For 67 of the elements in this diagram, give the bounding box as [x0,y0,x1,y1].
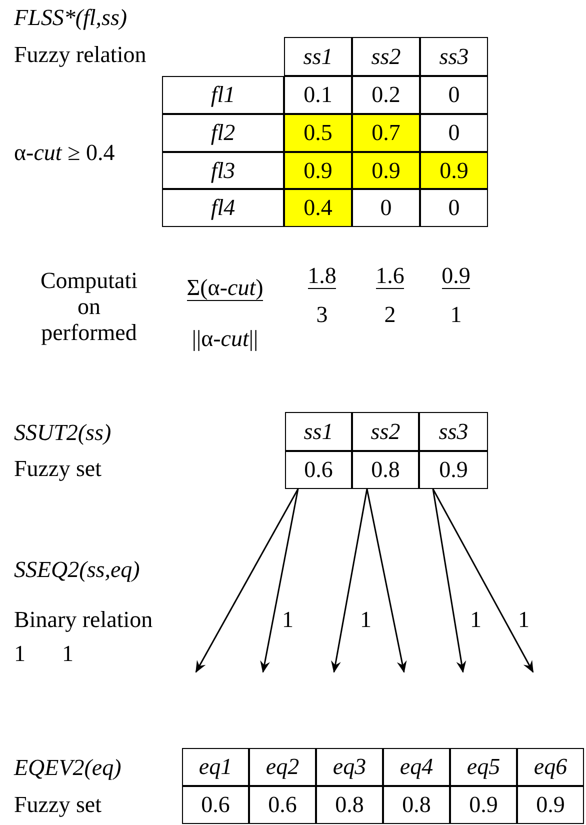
arrow [260,488,299,673]
label: 1 [449,302,463,328]
table-cell: 0.2 [352,76,420,114]
label: Binary relation [14,607,153,633]
table-cell: fl1 [162,76,284,114]
table-title: FLSS*(fl,ss) [14,5,128,31]
table-cell: 0 [420,76,488,114]
table-cell: ss1 [284,37,352,76]
table-cell: 0.7 [352,114,420,152]
label: 1 [62,641,74,667]
label: ||α-cut|| [190,326,260,352]
table-title: EQEV2(eq) [14,755,122,781]
table-cell: fl4 [162,189,284,227]
label: 3 [315,302,329,328]
table-cell: 0.9 [352,152,420,189]
table-cell: ss3 [419,412,488,451]
label: 1 [360,607,372,633]
fraction-numerator: 1.6 [376,264,404,289]
table-cell: ss2 [352,412,419,451]
table-cell: eq1 [182,748,249,786]
label: Computati on performed [39,268,139,346]
table-cell: eq6 [517,748,584,786]
arrow [366,488,407,673]
label: Fuzzy set [14,456,102,482]
table-cell: 0.9 [284,152,352,189]
table-cell: eq5 [450,748,517,786]
table-cell: 0.9 [517,786,584,824]
fraction-numerator: 0.9 [442,264,470,289]
arrow [432,488,466,673]
table-cell: 0.6 [182,786,249,824]
table-cell: 0 [352,189,420,227]
table-cell: 0.9 [420,152,488,189]
table-cell: fl2 [162,114,284,152]
table-cell: ss2 [352,37,420,76]
table-cell: 0 [420,114,488,152]
table-cell: eq2 [249,748,316,786]
table-cell: eq3 [316,748,383,786]
table-cell: 0.9 [450,786,517,824]
table-cell: 0.6 [285,451,352,489]
table-cell: 0.1 [284,76,352,114]
fraction-numerator: Σ(α-cut) [186,276,264,301]
label: 1 [470,607,482,633]
table-cell: 0.5 [284,114,352,152]
label: 2 [383,302,397,328]
label: α-cut ≥ 0.4 [14,140,115,166]
label: Fuzzy set [14,792,102,818]
table-cell: eq4 [383,748,450,786]
label: 1 [518,607,530,633]
arrow [432,488,534,673]
table-cell: fl3 [162,152,284,189]
label: 1 [282,607,294,633]
label: 1 [14,641,26,667]
table-title: SSEQ2(ss,eq) [14,557,140,583]
table-cell: 0.4 [284,189,352,227]
table-title: SSUT2(ss) [14,420,112,446]
fraction-numerator: 1.8 [308,264,336,289]
arrow [331,488,368,673]
table-cell: 0 [420,189,488,227]
label: Fuzzy relation [14,42,146,68]
table-cell: ss3 [420,37,488,76]
table-cell: 0.9 [419,451,488,489]
table-cell: 0.8 [352,451,419,489]
table-cell: ss1 [285,412,352,451]
arrow [195,488,299,673]
table-cell: 0.8 [383,786,450,824]
table-cell: 0.8 [316,786,383,824]
table-cell: 0.6 [249,786,316,824]
